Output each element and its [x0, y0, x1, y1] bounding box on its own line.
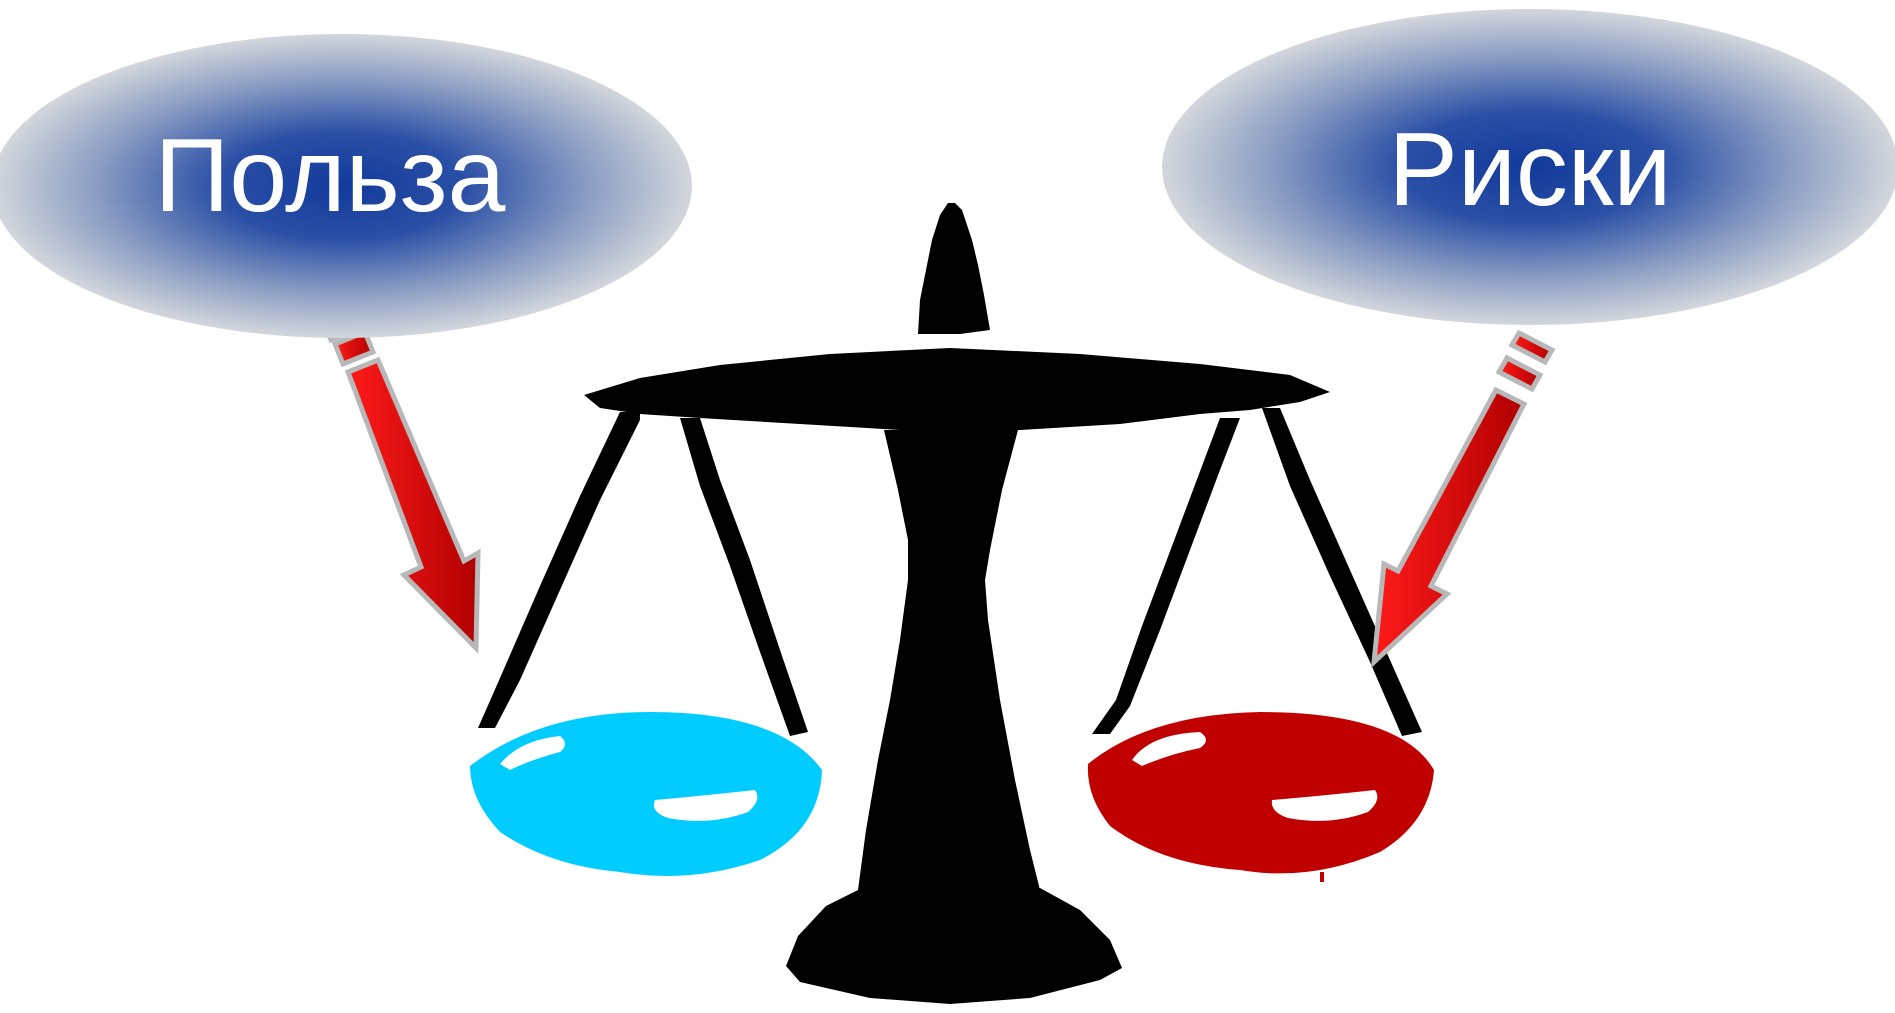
- benefit-bubble: Польза: [0, 34, 692, 338]
- right-arrow-shaft: [1374, 390, 1524, 662]
- risks-bubble: Риски: [1162, 9, 1895, 325]
- right-pan-tick-mark: [1320, 872, 1324, 882]
- left-hanger-arm-inner: [680, 418, 808, 736]
- left-pan-bowl: [470, 712, 822, 876]
- scale-column: [858, 430, 1040, 890]
- right-arrow-dash-1: [1512, 333, 1552, 362]
- risks-label: Риски: [1388, 112, 1671, 228]
- scale-finial: [918, 203, 990, 334]
- left-hanger-arm-outer: [478, 412, 640, 728]
- balance-scale-icon: [478, 203, 1422, 1004]
- right-arrow-dash-2: [1499, 358, 1540, 389]
- arrow-down-left-icon: [1374, 333, 1552, 662]
- right-pan: [1088, 712, 1434, 882]
- benefit-label: Польза: [155, 118, 506, 234]
- arrow-down-right-icon: [323, 311, 478, 648]
- right-hanger-arm-outer: [1092, 418, 1240, 734]
- right-pan-bowl: [1088, 712, 1434, 873]
- scale-base: [786, 888, 1122, 1004]
- left-pan: [470, 712, 822, 876]
- left-arrow-shaft: [348, 360, 478, 648]
- scale-pivot-ring: [911, 350, 991, 430]
